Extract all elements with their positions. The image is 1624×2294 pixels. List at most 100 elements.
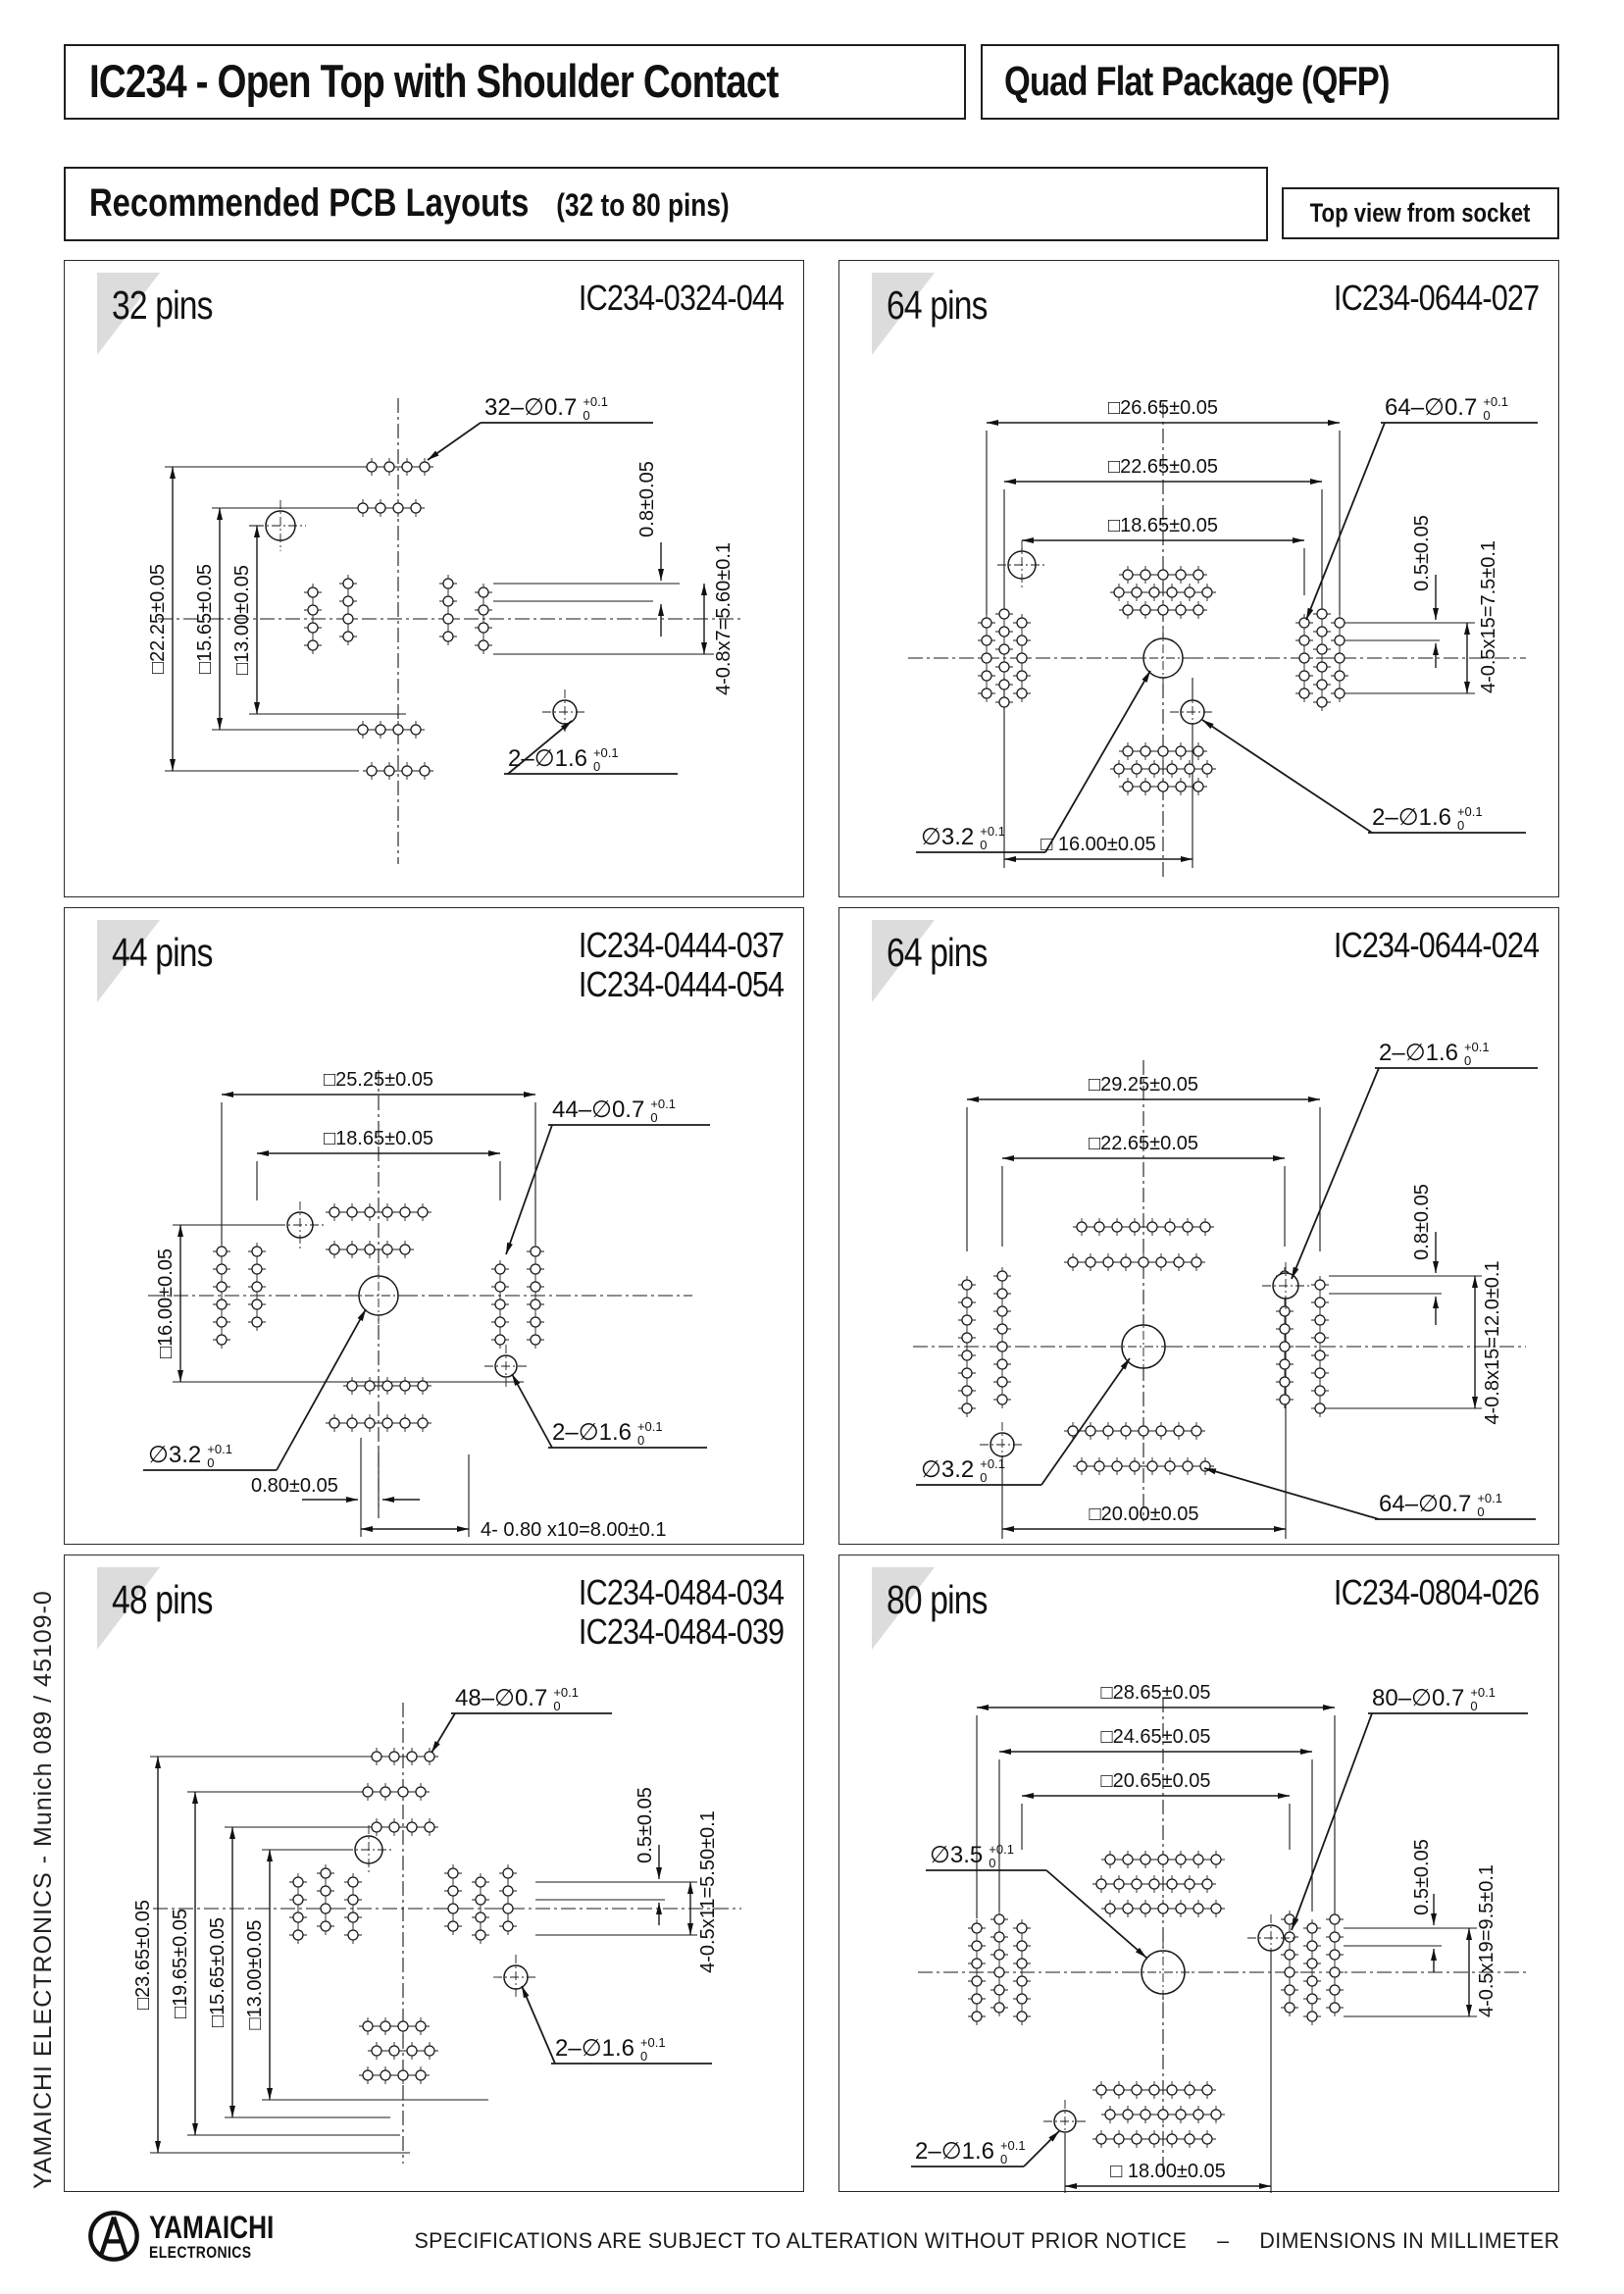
pad-symbol (1092, 2081, 1110, 2099)
pad-symbol (1013, 2008, 1031, 2025)
pad-symbol (499, 1917, 517, 1935)
pad-symbol (491, 1260, 509, 1278)
pad-symbol (1326, 1963, 1344, 1981)
pad-symbol (1179, 1457, 1196, 1475)
pad-symbol (379, 1377, 396, 1395)
pad-symbol (248, 1278, 266, 1296)
pad-symbol (248, 1313, 266, 1331)
dimension-label: □25.25±0.05 (324, 1069, 433, 1091)
pad-symbol (491, 1313, 509, 1331)
pad-symbol (1013, 614, 1031, 632)
pad-symbol (475, 584, 492, 601)
pad-symbol (339, 628, 357, 645)
panel-80pins: 80 pins IC234-0804-026 □28.65±0.05□24.65… (838, 1555, 1559, 2193)
pad-symbol (1137, 742, 1154, 760)
pad-symbol (1137, 601, 1154, 619)
pad-symbol (304, 584, 322, 601)
pad-symbol (1135, 1253, 1152, 1271)
pad-symbol (396, 1203, 414, 1221)
pad-symbol (444, 1864, 462, 1882)
pad-symbol (1303, 1990, 1321, 2008)
pad-symbol (213, 1331, 230, 1349)
leader-label: ∅3.5 (930, 1842, 983, 1868)
pad-symbol (527, 1243, 544, 1260)
pad-symbol (1013, 667, 1031, 685)
pad-symbol (1172, 601, 1190, 619)
pad-symbol (1119, 601, 1137, 619)
panel-64pins-027: 64 pins IC234-0644-027 □26.65±0.05□22.65… (838, 260, 1559, 897)
pad-symbol (993, 1285, 1011, 1302)
pad-symbol (958, 1294, 976, 1311)
pad-symbol (1295, 632, 1313, 649)
pad-symbol (394, 2066, 412, 2084)
pad-symbol (439, 575, 457, 592)
hole-symbol (1247, 1914, 1294, 1962)
pad-symbol (1073, 1457, 1091, 1475)
tolerance-lower: 0 (593, 759, 600, 774)
tolerance-upper: +0.1 (989, 1842, 1014, 1857)
pad-symbol (1128, 2081, 1145, 2099)
pad-symbol (978, 649, 995, 667)
panel-pin-count: 32 pins (112, 282, 214, 328)
pad-symbol (475, 619, 492, 637)
pad-symbol (995, 623, 1013, 640)
pad-symbol (1172, 1900, 1190, 1917)
dimension-label: 4-0.5x11=5.50±0.1 (697, 1810, 719, 1973)
panel-part-number: IC234-0324-044 (578, 278, 785, 318)
pad-symbol (1190, 2106, 1207, 2123)
pad-symbol (1311, 1382, 1329, 1400)
leader-label: ∅3.2 (921, 824, 974, 850)
dimension-label: 0.5±0.05 (1411, 515, 1433, 591)
pad-symbol (1295, 614, 1313, 632)
pad-symbol (1190, 601, 1207, 619)
pad-symbol (995, 693, 1013, 711)
pad-symbol (958, 1382, 976, 1400)
tolerance-lower: 0 (1000, 2152, 1007, 2167)
leader-label: 2–∅1.6 (552, 1419, 632, 1446)
pad-symbol (354, 499, 372, 517)
pad-symbol (385, 2042, 403, 2060)
dimension-label: □23.65±0.05 (132, 1900, 154, 2010)
pad-symbol (414, 1414, 431, 1432)
pad-symbol (1331, 614, 1348, 632)
hole-symbol (1131, 1940, 1195, 2005)
pad-symbol (377, 1783, 394, 1801)
tolerance-upper: +0.1 (1464, 1040, 1490, 1054)
pad-symbol (439, 592, 457, 610)
labels-layer: □26.65±0.05□22.65±0.05□18.65±0.05□ 16.00… (1040, 397, 1499, 855)
pad-symbol (1137, 1900, 1154, 1917)
pad-symbol (472, 1926, 489, 1944)
pad-symbol (990, 1946, 1008, 1963)
pad-symbol (1143, 1218, 1161, 1236)
pad-symbol (389, 721, 407, 739)
pad-symbol (339, 610, 357, 628)
pad-symbol (1311, 1364, 1329, 1382)
pad-symbol (978, 685, 995, 702)
tolerance-upper: +0.1 (980, 824, 1005, 839)
pad-symbol (1117, 1422, 1135, 1440)
tolerance-lower: 0 (640, 2049, 647, 2064)
pad-symbol (1181, 760, 1198, 778)
pad-symbol (1331, 632, 1348, 649)
dimension-label: □16.00±0.05 (155, 1249, 177, 1358)
page-title-text: IC234 - Open Top with Shoulder Contact (89, 55, 779, 107)
tolerance-upper: +0.1 (1457, 804, 1483, 819)
pad-symbol (527, 1331, 544, 1349)
tolerance-lower: 0 (980, 1470, 987, 1485)
pad-symbol (1276, 1302, 1294, 1320)
pad-symbol (1196, 1457, 1214, 1475)
pad-symbol (1207, 1900, 1225, 1917)
tolerance-upper: +0.1 (650, 1096, 676, 1111)
hole-symbol (1043, 2100, 1087, 2143)
pad-symbol (317, 1917, 334, 1935)
pad-symbol (1110, 1875, 1128, 1893)
package-type-text: Quad Flat Package (QFP) (1004, 58, 1390, 104)
pad-symbol (368, 1818, 385, 1836)
pad-symbol (289, 1873, 307, 1891)
pad-symbol (1128, 2130, 1145, 2148)
pad-symbol (248, 1260, 266, 1278)
pad-symbol (414, 1377, 431, 1395)
dimension-label: □13.00±0.05 (244, 1919, 266, 2029)
